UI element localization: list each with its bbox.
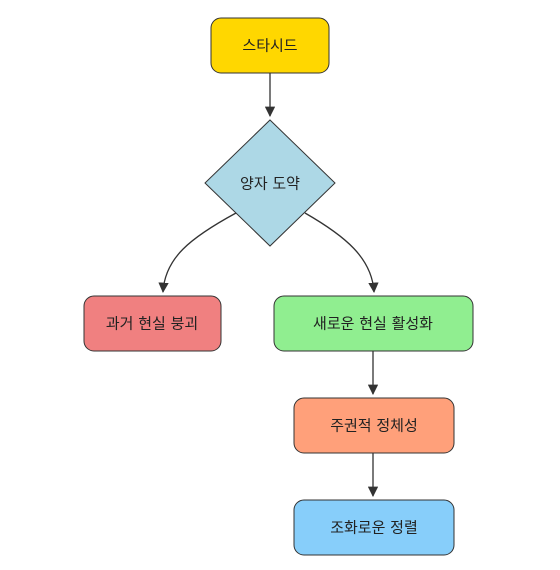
node-activate-label: 새로운 현실 활성화: [313, 315, 433, 333]
node-collapse-box: [83, 295, 222, 352]
node-decision-diamond: [204, 119, 336, 247]
node-identity-box: [293, 397, 455, 454]
node-collapse: 과거 현실 붕괴: [83, 295, 222, 352]
node-decision-label: 양자 도약: [240, 175, 300, 193]
node-identity: 주권적 정체성: [293, 397, 455, 454]
node-collapse-label: 과거 현실 붕괴: [106, 315, 198, 333]
node-start-box: [210, 17, 330, 74]
node-align: 조화로운 정렬: [293, 499, 455, 556]
node-activate: 새로운 현실 활성화: [273, 295, 474, 352]
edges: [158, 73, 379, 498]
node-start: 스타시드: [210, 17, 330, 74]
node-decision: 양자 도약: [204, 119, 336, 247]
node-start-label: 스타시드: [242, 37, 297, 55]
node-align-label: 조화로운 정렬: [330, 519, 418, 537]
node-identity-label: 주권적 정체성: [330, 417, 418, 435]
edge-decision-to-activate: [304, 212, 379, 294]
node-activate-box: [273, 295, 474, 352]
node-align-box: [293, 499, 455, 556]
edge-decision-to-collapse: [158, 212, 237, 294]
